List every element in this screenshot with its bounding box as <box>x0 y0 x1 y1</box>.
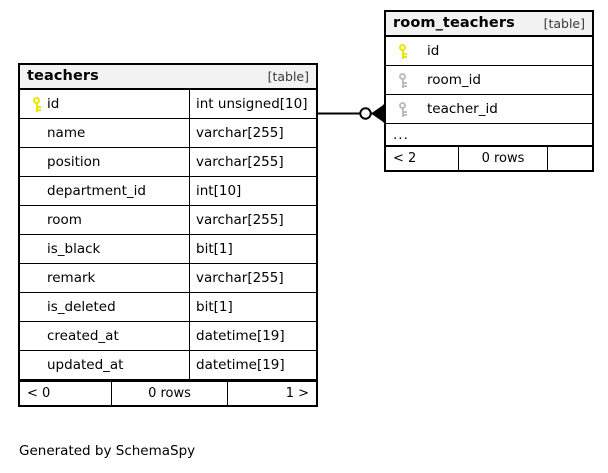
column-name-cell: is_black <box>20 235 189 263</box>
column-type: varchar[255] <box>189 206 316 234</box>
table-row[interactable]: teacher_id <box>386 95 592 124</box>
column-name-cell: is_deleted <box>20 293 189 321</box>
column-label: created_at <box>47 328 119 344</box>
column-label: is_deleted <box>47 299 116 315</box>
table-row[interactable]: is_black bit[1] <box>20 235 316 264</box>
prev-page-button[interactable]: < 2 <box>393 151 417 166</box>
entity-room-teachers-header: room_teachers [table] <box>386 12 592 37</box>
column-label: room_id <box>427 72 481 88</box>
column-name-cell: position <box>20 148 189 176</box>
next-page-button[interactable] <box>548 147 592 170</box>
column-name-cell: name <box>20 119 189 147</box>
table-row[interactable]: room_id <box>386 66 592 95</box>
entity-room-teachers[interactable]: room_teachers [table] id room_id <box>384 10 594 172</box>
entity-teachers-header: teachers [table] <box>20 65 316 90</box>
next-page-button[interactable]: 1 > <box>285 386 309 401</box>
relationship-connector-teachers-room-teachers <box>316 104 385 123</box>
column-name-cell: created_at <box>20 322 189 350</box>
table-row[interactable]: department_id int[10] <box>20 177 316 206</box>
entity-room-teachers-title: room_teachers <box>393 15 515 31</box>
column-label: id <box>427 43 440 59</box>
column-name-cell: id <box>20 90 189 118</box>
row-count-label: 0 rows <box>458 147 548 170</box>
table-row[interactable]: id <box>386 37 592 66</box>
entity-teachers-title: teachers <box>27 68 99 84</box>
column-type: int[10] <box>189 177 316 205</box>
table-row[interactable]: id int unsigned[10] <box>20 90 316 119</box>
entity-teachers-footer: < 0 0 rows 1 > <box>20 380 316 405</box>
column-type: bit[1] <box>189 235 316 263</box>
primary-key-icon <box>393 43 413 59</box>
column-label: department_id <box>47 183 146 199</box>
more-columns-indicator: ... <box>386 124 592 146</box>
prev-page-button[interactable]: < 0 <box>27 386 51 401</box>
column-type: bit[1] <box>189 293 316 321</box>
table-row[interactable]: updated_at datetime[19] <box>20 351 316 380</box>
table-row[interactable]: is_deleted bit[1] <box>20 293 316 322</box>
column-name-cell: room <box>20 206 189 234</box>
column-type: varchar[255] <box>189 119 316 147</box>
row-count-label: 0 rows <box>111 382 228 405</box>
table-row[interactable]: position varchar[255] <box>20 148 316 177</box>
entity-teachers-kind: [table] <box>267 68 309 84</box>
column-name-cell: remark <box>20 264 189 292</box>
column-type: datetime[19] <box>189 351 316 379</box>
column-label: updated_at <box>47 357 124 373</box>
column-type: datetime[19] <box>189 322 316 350</box>
column-type: varchar[255] <box>189 264 316 292</box>
column-label: is_black <box>47 241 101 257</box>
column-name-cell: department_id <box>20 177 189 205</box>
column-label: remark <box>47 270 96 286</box>
column-name-cell: room_id <box>386 66 592 94</box>
column-label: room <box>47 212 82 228</box>
table-row[interactable]: room varchar[255] <box>20 206 316 235</box>
foreign-key-icon <box>393 72 413 88</box>
column-name-cell: id <box>386 37 592 65</box>
column-label: position <box>47 154 101 170</box>
column-label: teacher_id <box>427 101 498 117</box>
column-label: name <box>47 125 86 141</box>
entity-teachers[interactable]: teachers [table] id int unsigned[10] nam… <box>18 63 318 407</box>
column-label: id <box>47 96 60 112</box>
column-name-cell: teacher_id <box>386 95 592 123</box>
generated-by-caption: Generated by SchemaSpy <box>19 443 196 459</box>
column-type: varchar[255] <box>189 148 316 176</box>
table-row[interactable]: remark varchar[255] <box>20 264 316 293</box>
column-name-cell: updated_at <box>20 351 189 379</box>
table-row[interactable]: created_at datetime[19] <box>20 322 316 351</box>
table-row[interactable]: name varchar[255] <box>20 119 316 148</box>
column-type: int unsigned[10] <box>189 90 316 118</box>
primary-key-icon <box>27 96 47 112</box>
entity-room-teachers-kind: [table] <box>543 15 585 31</box>
foreign-key-icon <box>393 101 413 117</box>
entity-room-teachers-footer: < 2 0 rows <box>386 146 592 170</box>
